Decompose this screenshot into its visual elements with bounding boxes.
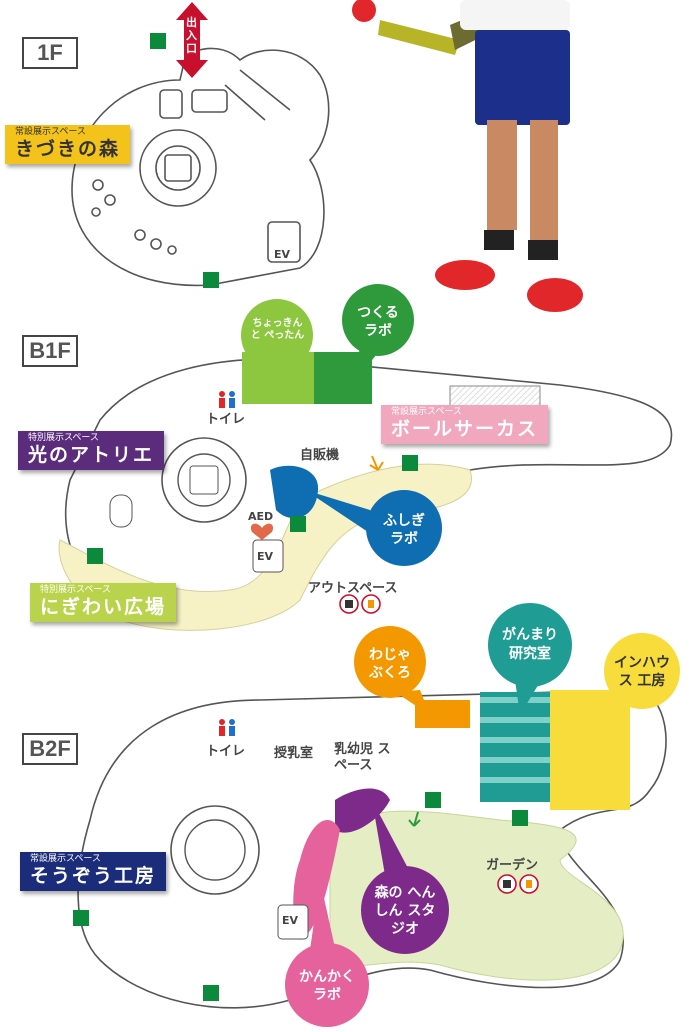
- bubble-fushigi: [305, 490, 442, 566]
- bubble-label-wajabukuro[interactable]: わじゃ ぶくろ: [369, 647, 411, 681]
- space-name: きづきの森: [15, 138, 121, 160]
- ev-label-1f: EV: [274, 248, 291, 261]
- space-category: 特別展示スペース: [40, 585, 111, 595]
- bubble-label-mori[interactable]: 森の へんしん スタジオ: [374, 885, 436, 937]
- space-name: ボールサーカス: [391, 418, 539, 440]
- vending-label: 自販機: [300, 448, 340, 463]
- space-name: 光のアトリエ: [28, 444, 155, 466]
- space-category: 特別展示スペース: [28, 433, 99, 443]
- space-category: 常設展示スペース: [391, 407, 462, 417]
- bubble-label-fushigi[interactable]: ふしぎ ラボ: [383, 513, 425, 547]
- garden-label: ガーデン: [486, 858, 539, 873]
- entrance-label: 出入口: [186, 16, 197, 55]
- floor-label-b1f: B1F: [22, 335, 78, 367]
- floor-label-1f: 1F: [22, 37, 78, 69]
- entrance-arrow-icon: [176, 2, 208, 78]
- space-tag-souzou[interactable]: 常設展示スペース そうぞう工房: [20, 852, 167, 891]
- bubble-label-tsukuru[interactable]: つくる ラボ: [357, 305, 399, 339]
- ev-label-b2f: EV: [282, 914, 299, 927]
- bubble-tsukuru: [342, 284, 414, 388]
- bubble-mori: [361, 800, 449, 954]
- floor-b2f-plan: [77, 689, 667, 1009]
- toilet-label-b1f: トイレ: [206, 412, 246, 427]
- restroom-icon: [219, 391, 235, 736]
- outspace-label: アウトスペース: [308, 581, 398, 596]
- bubble-inhouse: [585, 633, 680, 730]
- aed-label: AED: [248, 510, 274, 523]
- space-tag-hikari[interactable]: 特別展示スペース 光のアトリエ: [18, 431, 165, 470]
- ev-label-b1f: EV: [257, 550, 274, 563]
- bubble-chokkin: [241, 299, 313, 385]
- bubble-label-ganmari[interactable]: がんまり 研究室: [502, 627, 558, 662]
- space-tag-nigiwai[interactable]: 特別展示スペース にぎわい広場: [30, 583, 177, 622]
- aed-heart-icon: [250, 523, 274, 540]
- space-category: 常設展示スペース: [30, 854, 101, 864]
- bubble-label-inhouse[interactable]: インハウス 工房: [614, 655, 670, 689]
- space-name: にぎわい広場: [40, 596, 167, 618]
- space-category: 常設展示スペース: [15, 127, 86, 137]
- floor-label-b2f: B2F: [22, 733, 78, 765]
- food-drink-icon: [339, 594, 539, 894]
- bubble-wajabukuro: [354, 626, 430, 715]
- floor-1f-plan: [71, 47, 330, 287]
- nursing-room-label: 授乳室: [274, 746, 314, 761]
- space-tag-kizuki[interactable]: 常設展示スペース きづきの森: [5, 125, 131, 164]
- direction-arrow-icon: [369, 455, 384, 471]
- bubble-ganmari: [488, 603, 572, 715]
- infant-space-label: 乳幼児 スペース: [334, 742, 391, 773]
- kid-photo: [352, 0, 583, 312]
- toilet-label-b2f: トイレ: [206, 744, 246, 759]
- space-tag-ball-circus[interactable]: 常設展示スペース ボールサーカス: [381, 405, 549, 444]
- space-name: そうぞう工房: [30, 865, 157, 887]
- bubble-label-chokkin[interactable]: ちょっきん と ぺったん: [250, 318, 305, 341]
- bubble-label-kankaku[interactable]: かんかく ラボ: [299, 969, 355, 1003]
- bubble-kankaku: [285, 880, 369, 1027]
- direction-arrow-icon: [408, 811, 421, 827]
- emergency-exit-icon: [73, 33, 528, 1001]
